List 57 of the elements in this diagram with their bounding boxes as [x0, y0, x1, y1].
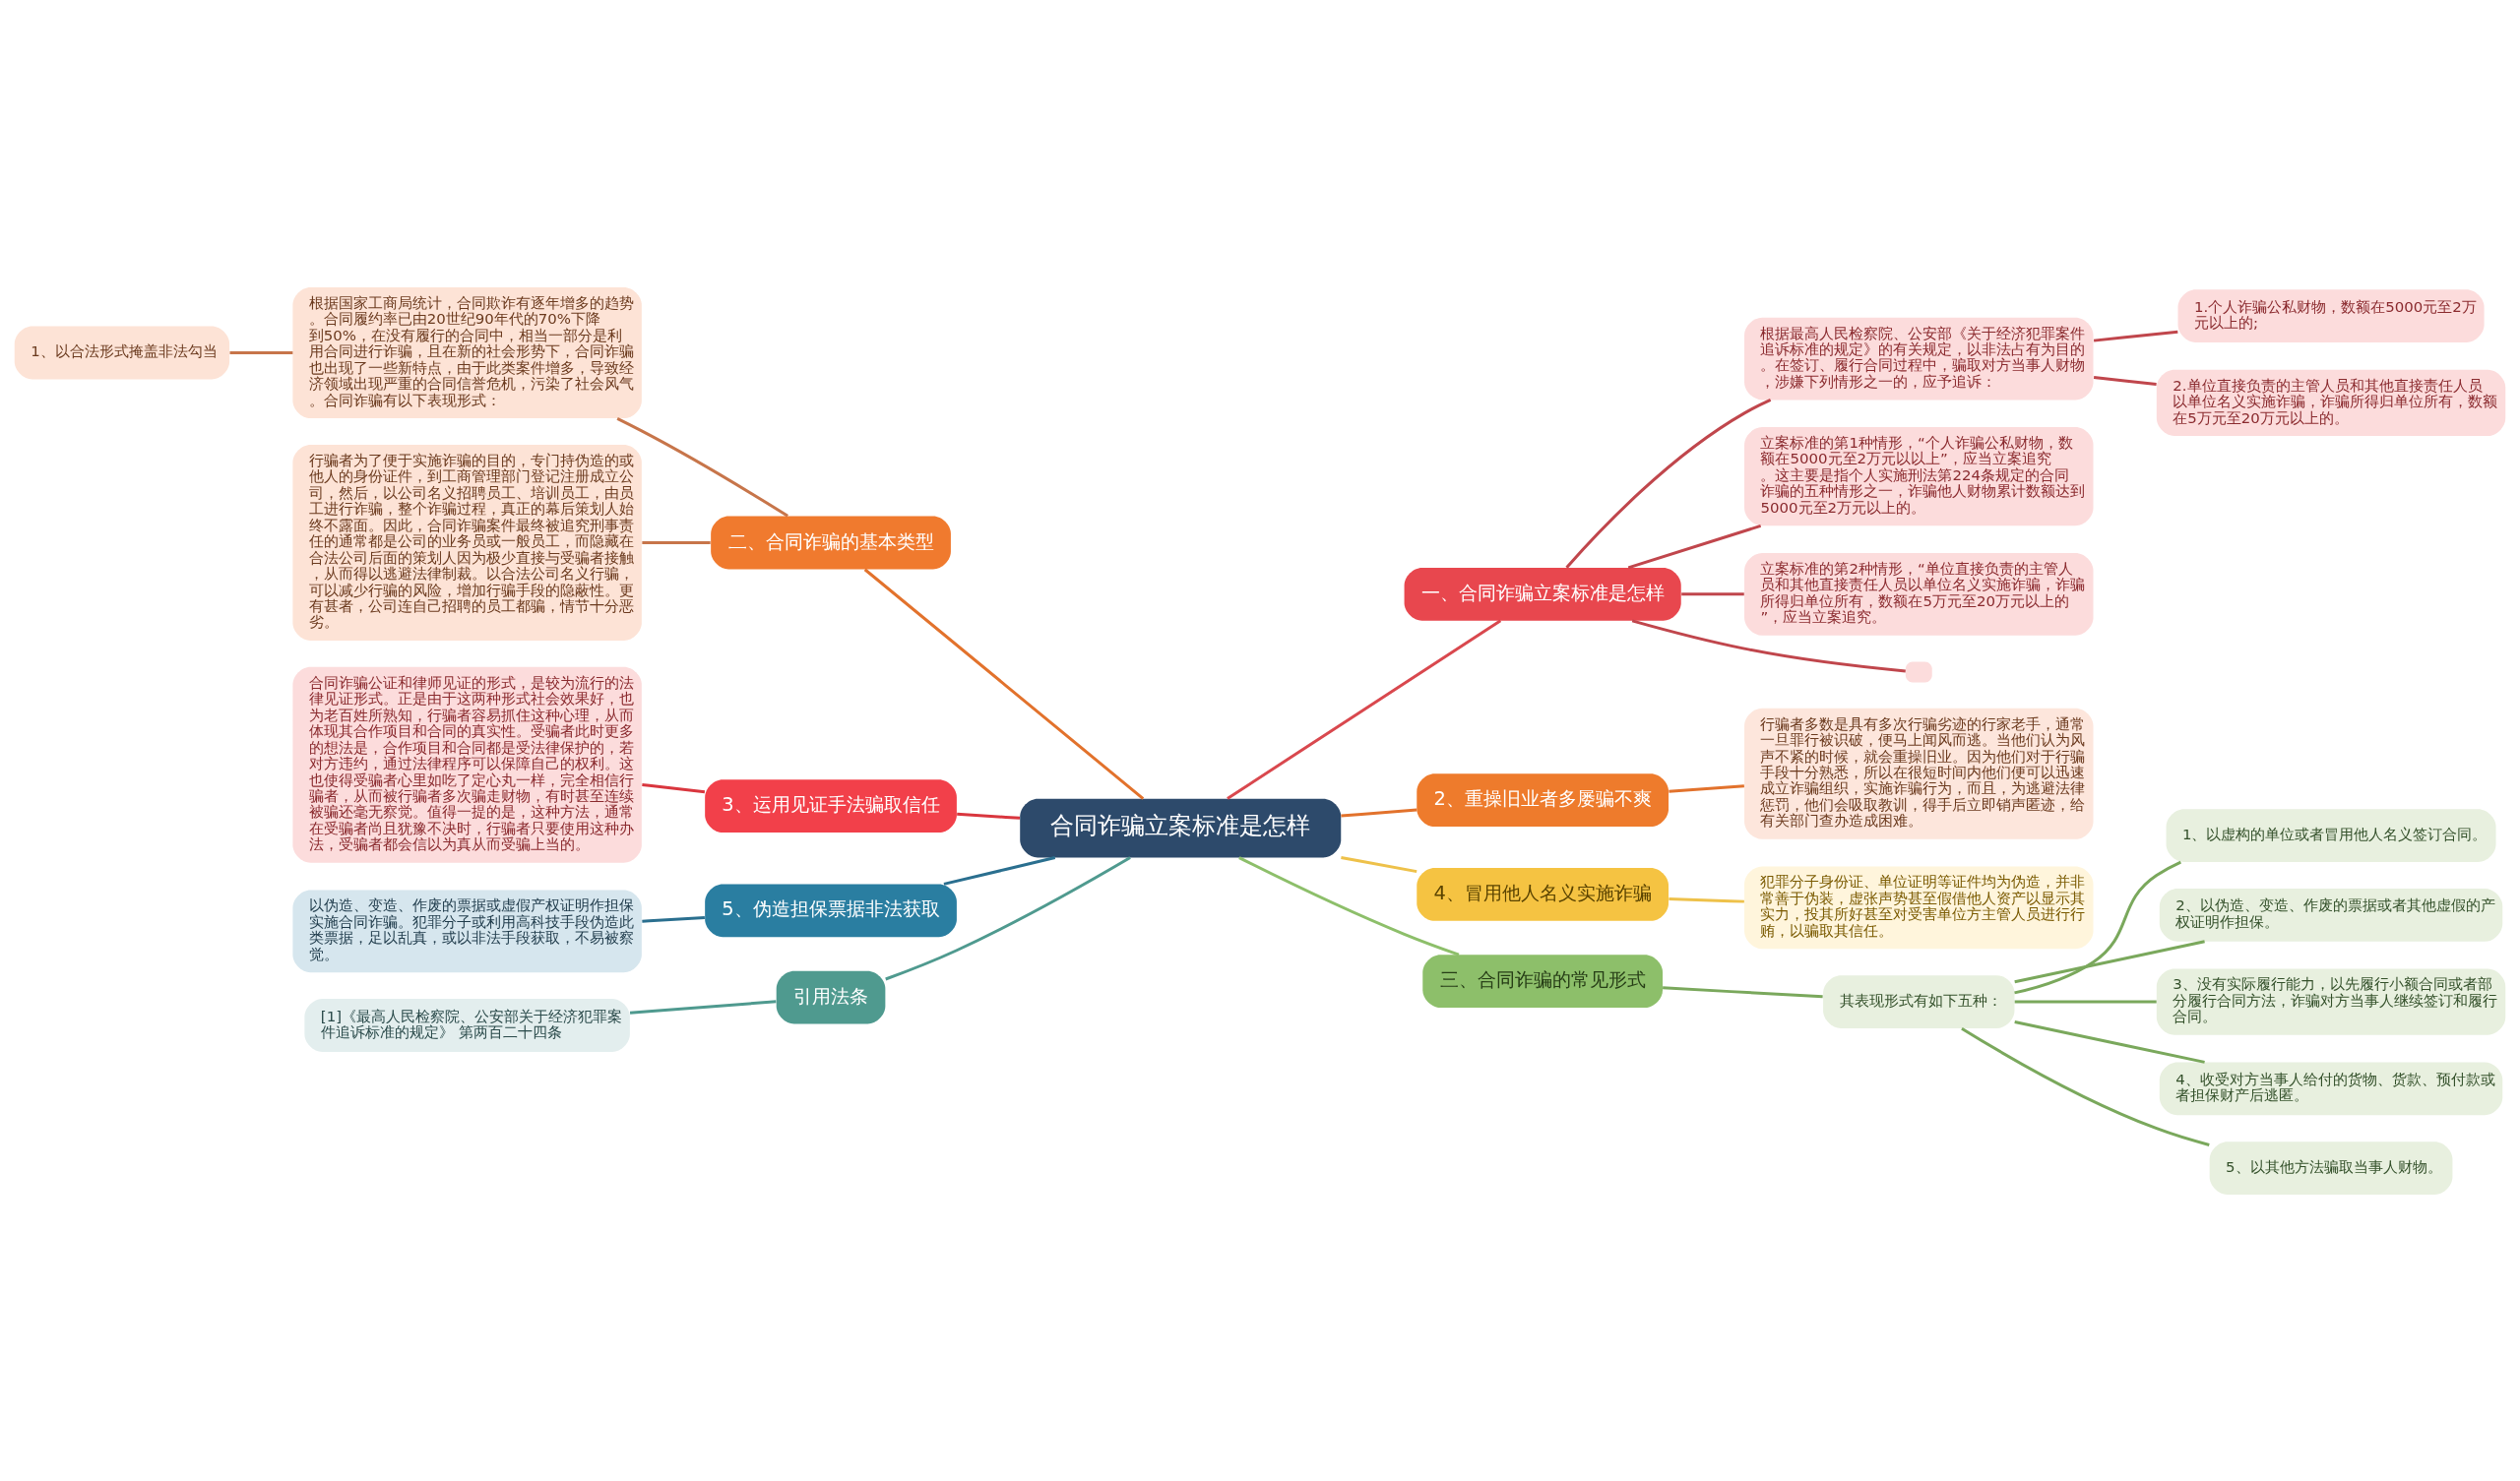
connector — [2093, 330, 2178, 342]
node-box: 行骗者多数是具有多次行骗劣迹的行家老手，通常一旦罪行被识破，便马上闻风而逃。当他们认为风声不紧的时候，就会重操旧业。因为他们对于行骗手段十分熟悉，所以在很短时间内他们便可以迅速成立诈骗组织，实施诈骗行为，而且，为逃避法律惩罚，他们会吸取教训，得手后立即销声匿迹，给有关部门查办造成困难。 — [1744, 708, 2094, 839]
node-box: 1.个人诈骗公私财物，数额在5000元至2万元以上的; — [2177, 288, 2485, 342]
node-box: 犯罪分子身份证、单位证明等证件均为伪造，并非常善于伪装，虚张声势甚至假借他人资产以显示其实力，投其所好甚至对受害单位方主管人员进行行贿，以骗取其信任。 — [1744, 866, 2094, 949]
connector — [1663, 985, 1823, 998]
node-box: 二、合同诈骗的基本类型 — [711, 516, 951, 569]
node-box: 合同诈骗公证和律师见证的形式，是较为流行的法律见证形式。正是由于这两种形式社会效果好，也为老百姓所熟知，行骗者容易抓住这种心理，从而体现其合作项目和合同的真实性。受骗者此时更多的想法是，合作项目和合同都是受法律保护的，若对方违约，通过法律程序可以保障自己的权利。这也使得受骗者心里如吃了定心丸一样，完全相信行骗者，从而被行骗者多次骗走财物，有时甚至连续被骗还毫无察觉。值得一提的是，这种方法，通常在受骗者尚且犹豫不决时，行骗者只要使用这种办法，受骗者都会信以为真从而受骗上当的。 — [292, 666, 642, 863]
node-box: 根据国家工商局统计，合同欺诈有逐年增多的趋势。合同履约率已由20世纪90年代的70%下降到50%，在没有履行的合同中，相当一部分是利用合同进行诈骗，且在新的社会形势下，合同诈骗也出现了一些新特点，由于此类案件增多，导致经济领域出现严重的合同信誉危机，污染了社会风气。合同诈骗有以下表现形式： — [292, 286, 642, 418]
connector — [863, 568, 1145, 800]
connector — [2014, 1019, 2205, 1064]
node-box: 一、合同诈骗立案标准是怎样 — [1404, 567, 1681, 621]
connector — [629, 999, 777, 1015]
node-box: 2.单位直接负责的主管人员和其他直接责任人员以单位名义实施诈骗，诈骗所得归单位所有，数额在5万元至20万元以上的。 — [2156, 369, 2506, 436]
connector — [2014, 1000, 2157, 1004]
connector — [943, 855, 1056, 886]
connector — [229, 350, 293, 354]
connector — [1681, 591, 1744, 595]
node-box: 根据最高人民检察院、公安部《关于经济犯罪案件追诉标准的规定》的有关规定，以非法占有为目的。在签订、履行合同过程中，骗取对方当事人财物，涉嫌下列情形之一的，应予追诉： — [1744, 317, 2094, 400]
connector — [642, 782, 706, 793]
connector — [957, 812, 1021, 820]
connector — [2093, 375, 2157, 386]
node-box: 3、没有实际履行能力，以先履行小额合同或者部分履行合同方法，诈骗对方当事人继续签订和履行合同。 — [2156, 967, 2506, 1035]
node-box: 以伪造、变造、作废的票据或虚假产权证明作担保实施合同诈骗。犯罪分子或利用高科技手段伪造此类票据，足以乱真，或以非法手段获取，不易被察觉。 — [292, 889, 642, 972]
connector — [2014, 939, 2205, 983]
connector — [1627, 524, 1762, 569]
node-box: 三、合同诈骗的常见形式 — [1422, 954, 1664, 1008]
node-box: 3、运用见证手法骗取信任 — [705, 778, 957, 833]
connector — [616, 416, 788, 518]
node-box: 行骗者为了便于实施诈骗的目的，专门持伪造的或他人的身份证件，到工商管理部门登记注册成立公司，然后，以公司名义招聘员工、培训员工，由员工进行诈骗，整个诈骗过程，真正的幕后策划人始终不露面。因此，合同诈骗案件最终被追究刑事责任的通常都是公司的业务员或一般员工，而隐藏在合法公司后面的策划人因为极少直接与受骗者接触，从而得以逃避法律制裁。以合法公司名义行骗，可以减少行骗的风险，增加行骗手段的隐蔽性。更有甚者，公司连自己招聘的员工都骗，情节十分恶劣。 — [292, 444, 642, 641]
connector — [1227, 619, 1502, 800]
connector — [1238, 855, 1460, 956]
node-box: 合同诈骗立案标准是怎样 — [1020, 798, 1342, 858]
connector — [1565, 398, 1772, 569]
node-box: 5、伪造担保票据非法获取 — [705, 883, 957, 937]
node-box: 2、重操旧业者多屡骗不爽 — [1417, 772, 1670, 827]
node-box: 1、以合法形式掩盖非法勾当 — [14, 326, 230, 379]
node-box: 引用法条 — [776, 970, 886, 1024]
node-box: 4、冒用他人名义实施诈骗 — [1417, 867, 1670, 921]
node-box: 立案标准的第2种情形，“单位直接负责的主管人员和其他直接责任人员以单位名义实施诈骗，诈骗所得归单位所有，数额在5万元至20万元以上的”，应当立案追究。 — [1744, 552, 2094, 636]
connector — [1669, 896, 1744, 903]
node-box: 1、以虚构的单位或者冒用他人名义签订合同。 — [2166, 808, 2496, 862]
connector — [885, 855, 1131, 980]
connector — [642, 915, 705, 923]
connector — [642, 540, 711, 544]
connector — [1631, 618, 1906, 672]
connector — [2014, 860, 2181, 994]
node-box: 其表现形式有如下五种： — [1823, 974, 2015, 1028]
node-box: 立案标准的第1种情形，“个人诈骗公私财物，数额在5000元至2万元以以上”，应当立案追究。这主要是指个人实施刑法第224条规定的合同诈骗的五种情形之一，诈骗他人财物累计数额达到5000元至2万元以上的。 — [1744, 426, 2094, 525]
connector — [1669, 783, 1744, 793]
connector — [1341, 808, 1418, 817]
connector — [1961, 1026, 2210, 1146]
connector — [1341, 855, 1418, 873]
node-box — [1905, 661, 1932, 683]
node-box: [1]《最高人民检察院、公安部关于经济犯罪案件追诉标准的规定》 第两百二十四条 — [304, 998, 630, 1052]
node-box: 2、以伪造、变造、作废的票据或者其他虚假的产权证明作担保。 — [2159, 888, 2503, 942]
node-box: 4、收受对方当事人给付的货物、货款、预付款或者担保财产后逃匿。 — [2159, 1061, 2503, 1115]
node-box: 5、以其他方法骗取当事人财物。 — [2209, 1141, 2453, 1195]
